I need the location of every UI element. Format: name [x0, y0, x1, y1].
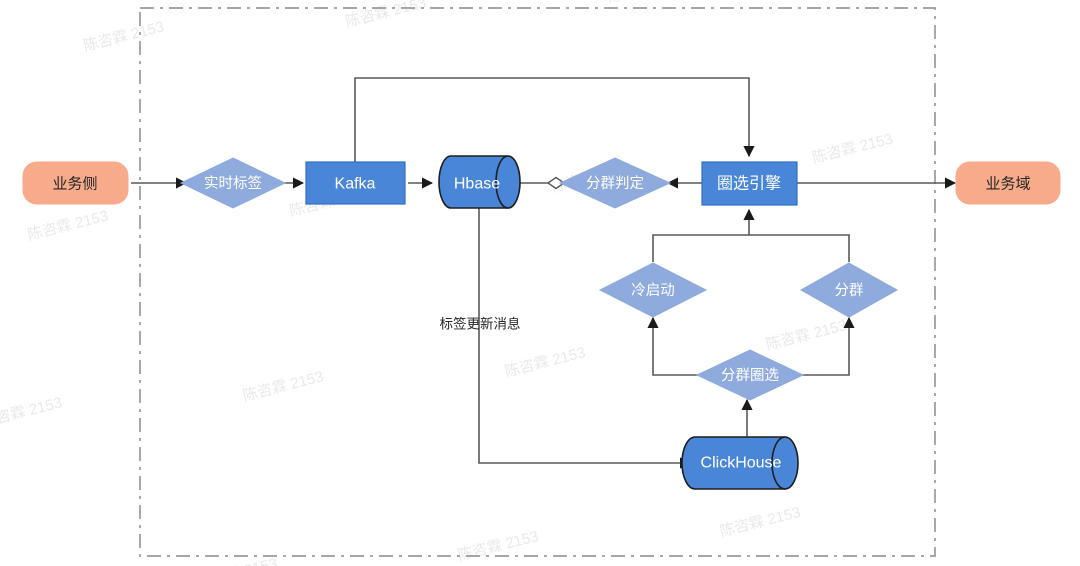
node-business-side[interactable]: 业务侧	[22, 161, 129, 205]
node-cluster-decision[interactable]: 分群判定	[558, 157, 672, 209]
node-business-domain[interactable]: 业务域	[955, 161, 1061, 205]
edge-label-tag-update-message: 标签更新消息	[440, 316, 521, 332]
node-cluster-selection[interactable]: 分群圈选	[695, 349, 805, 401]
edge-cold-start-to-selection-engine	[652, 234, 749, 262]
node-kafka[interactable]: Kafka	[305, 161, 406, 205]
edge-cluster-selection-to-cluster	[797, 316, 855, 376]
system-boundary	[139, 7, 936, 557]
node-clickhouse[interactable]: ClickHouse	[681, 436, 799, 490]
edge-kafka-top-loop-to-selection-engine	[354, 77, 755, 163]
node-selection-engine[interactable]: 圈选引擎	[701, 161, 798, 206]
node-realtime-tag[interactable]: 实时标签	[179, 157, 287, 209]
edge-cluster-selection-to-cold-start	[647, 316, 703, 376]
edge-hbase-to-clickhouse	[478, 207, 692, 469]
node-cold-start[interactable]: 冷启动	[598, 262, 708, 318]
edge-cluster-to-selection-engine	[749, 234, 850, 262]
node-cluster[interactable]: 分群	[799, 262, 899, 318]
node-hbase[interactable]: Hbase	[438, 155, 521, 209]
